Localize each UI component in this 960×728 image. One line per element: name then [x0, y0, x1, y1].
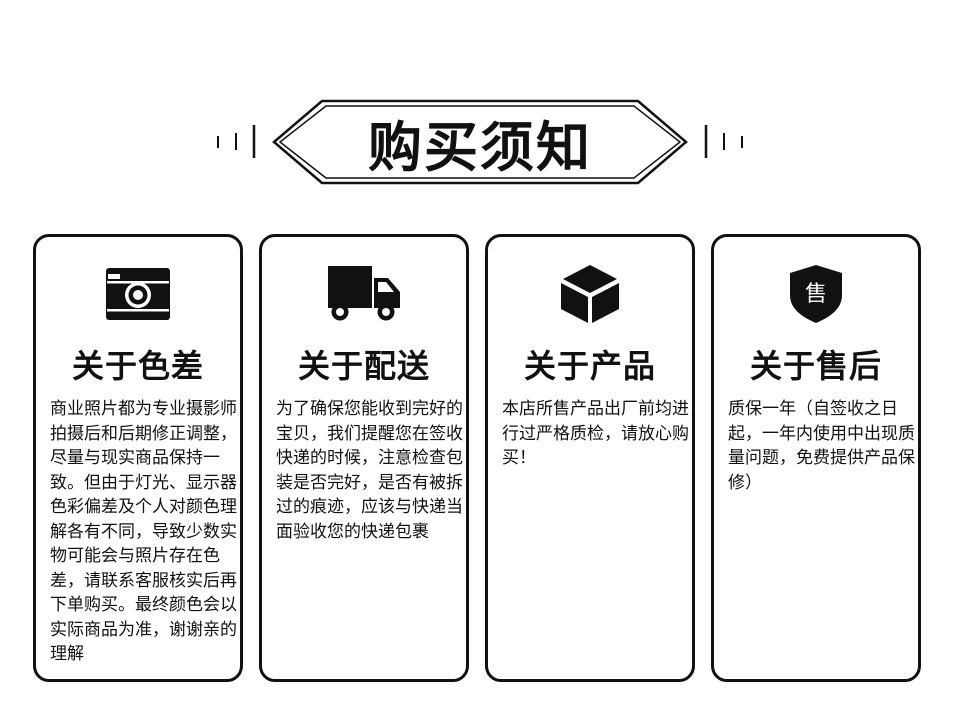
info-card-product: 关于产品 本店所售产品出厂前均进行过严格质检，请放心购买！	[485, 234, 695, 682]
card-text: 为了确保您能收到完好的宝贝，我们提醒您在签收快递的时候，注意检查包装是否完好，是…	[276, 399, 463, 542]
card-text: 质保一年（自签收之日起，一年内使用中出现质量问题，免费提供产品保修）	[728, 399, 915, 493]
header-banner: 购买须知	[0, 0, 960, 220]
frame-inner	[278, 105, 682, 179]
camera-icon	[106, 268, 170, 320]
cube-icon	[561, 265, 619, 323]
card-icon-wrapper	[36, 261, 240, 327]
card-icon-wrapper: 售	[714, 261, 918, 327]
card-icon-wrapper	[262, 261, 466, 327]
banner-frame	[217, 99, 743, 185]
page-title: 购买须知	[368, 115, 592, 179]
shield-badge-text: 售	[805, 282, 827, 307]
card-title: 关于售后	[749, 347, 882, 385]
card-text: 商业照片都为专业摄影师拍摄后和后期修正调整，尽量与现实商品保持一致。但由于灯光、…	[50, 399, 237, 664]
card-icon-wrapper	[488, 261, 692, 327]
card-text: 本店所售产品出厂前均进行过严格质检，请放心购买！	[502, 399, 689, 468]
info-card-delivery: 关于配送 为了确保您能收到完好的宝贝，我们提醒您在签收快递的时候，注意检查包装是…	[259, 234, 469, 682]
delivery-truck-icon	[328, 266, 400, 321]
card-title: 关于色差	[71, 347, 204, 385]
shield-icon: 售	[790, 265, 842, 323]
info-card-aftersales: 售 关于售后 质保一年（自签收之日起，一年内使用中出现质量问题，免费提供产品保修…	[711, 234, 921, 682]
card-title: 关于产品	[523, 347, 656, 385]
frame-outer	[272, 99, 688, 185]
card-title: 关于配送	[297, 347, 430, 385]
info-card-color: 关于色差 商业照片都为专业摄影师拍摄后和后期修正调整，尽量与现实商品保持一致。但…	[33, 234, 243, 682]
